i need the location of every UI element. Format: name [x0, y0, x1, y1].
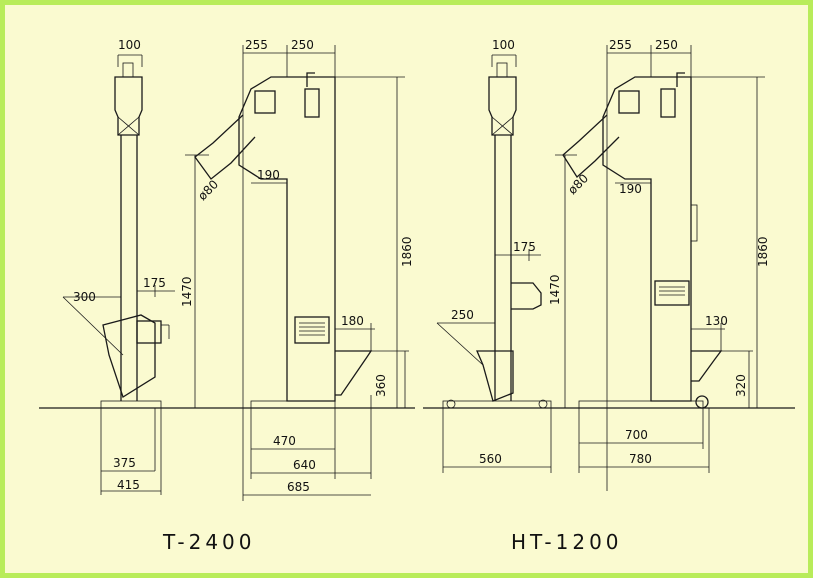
- ht1200-base-780-label: 780: [629, 452, 652, 466]
- ht1200-column-width-label: 100: [492, 38, 515, 52]
- t2400-column-width-label: 100: [118, 38, 141, 52]
- ht1200-height-label: 1860: [756, 236, 770, 267]
- ht1200-duct-label: 190: [619, 182, 642, 196]
- ht1200-right-width-label: 250: [655, 38, 678, 52]
- ht1200-left-width-label: 255: [609, 38, 632, 52]
- t2400-front-view: [185, 45, 409, 501]
- t2400-sink-side-label: 300: [73, 290, 96, 304]
- t2400-height-label: 1860: [400, 236, 414, 267]
- model-name-t2400: T-2400: [162, 530, 256, 554]
- model-name-ht1200: HT-1200: [511, 530, 623, 554]
- ht1200-sink-height-label: 320: [734, 374, 748, 397]
- t2400-base-470-label: 470: [273, 434, 296, 448]
- dimension-drawing: 100 255 250 ø80 190 1860 1470 175 300 18…: [39, 38, 795, 554]
- ht1200-side-width-label: 175: [513, 240, 536, 254]
- ht1200-base-560-label: 560: [479, 452, 502, 466]
- t2400-side-width-label: 175: [143, 276, 166, 290]
- t2400-nozzle-label: 1470: [180, 276, 194, 307]
- t2400-base-415-label: 415: [117, 478, 140, 492]
- t2400-base-375-label: 375: [113, 456, 136, 470]
- t2400-side-view: [62, 54, 175, 495]
- t2400-base-640-label: 640: [293, 458, 316, 472]
- ht1200-base-700-label: 700: [625, 428, 648, 442]
- ht1200-sink-front-label: 130: [705, 314, 728, 328]
- ht1200-side-view: [436, 54, 552, 473]
- ht1200-front-view: [555, 45, 765, 491]
- t2400-left-width-label: 255: [245, 38, 268, 52]
- t2400-duct-label: 190: [257, 168, 280, 182]
- t2400-sink-front-label: 180: [341, 314, 364, 328]
- t2400-base-685-label: 685: [287, 480, 310, 494]
- ht1200-diameter-label: ø80: [565, 171, 591, 197]
- t2400-diameter-label: ø80: [195, 177, 221, 203]
- ht1200-nozzle-label: 1470: [548, 274, 562, 305]
- t2400-right-width-label: 250: [291, 38, 314, 52]
- t2400-sink-height-label: 360: [374, 374, 388, 397]
- ht1200-sink-side-label: 250: [451, 308, 474, 322]
